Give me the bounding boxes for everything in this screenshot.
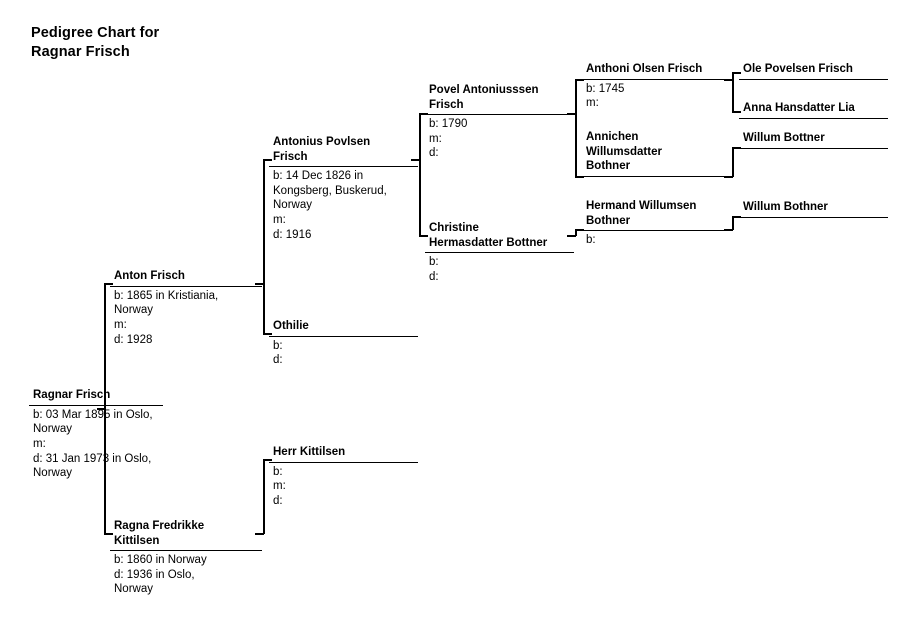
person-details: b: 03 Mar 1895 in Oslo, Norway m: d: 31 … [33,408,153,480]
person-node-willum-bothner[interactable]: Willum Bothner [739,200,888,220]
name-underline [110,285,262,287]
person-name: Anton Frisch [114,270,185,282]
connector-povel-stem [567,113,576,115]
connector-annichen-parents [732,147,734,177]
name-underline [425,252,574,253]
person-name: Othilie [273,320,309,332]
connector-ragnar-to-ragna [104,533,113,535]
person-node-herr-kittilsen[interactable]: Herr Kittilsen b: m: d: [269,445,418,509]
connector-ragna-parents [263,459,265,534]
connector-anton-to-antonius [263,159,272,161]
connector-anthoni-to-ole [732,72,741,74]
person-node-willum-bottner[interactable]: Willum Bottner [739,131,888,151]
person-name: Antonius Povlsen Frisch [273,136,371,163]
person-node-anna-hansdatter-lia[interactable]: Anna Hansdatter Lia [739,101,888,121]
person-node-othilie[interactable]: Othilie b: d: [269,319,418,368]
connector-christine-parents [575,229,577,236]
page-title: Pedigree Chart for Ragnar Frisch [31,25,160,60]
name-underline [582,230,731,231]
name-underline [425,114,574,115]
person-details: b: 1790 m: d: [429,118,468,160]
person-name: Willum Bottner [743,132,825,144]
person-details [739,218,888,220]
connector-christine-to-hermand [575,229,584,231]
connector-ragnar-to-anton [104,283,113,285]
person-details: b: d: [429,256,439,283]
connector-anthoni-parents [732,72,734,112]
name-underline [582,175,731,177]
person-name: Anthoni Olsen Frisch [586,63,703,75]
person-details: b: m: d: [273,465,286,507]
name-underline [582,78,731,80]
person-details: b: 1745 m: [586,82,625,110]
person-node-anthoni-olsen-frisch[interactable]: Anthoni Olsen Frisch b: 1745 m: [582,62,731,111]
person-node-ragna-fredrikke-kittilsen[interactable]: Ragna Fredrikke Kittilsen b: 1860 in Nor… [110,519,262,597]
name-underline [29,404,163,406]
connector-hermand-parents [732,216,734,230]
name-underline [110,550,262,551]
person-details: b: 1865 in Kristiania, Norway m: d: 1928 [114,289,219,346]
connector-anthoni-stem [724,79,733,81]
name-underline [269,335,418,337]
person-name: Ragna Fredrikke Kittilsen [114,520,205,547]
connector-annichen-to-willum-bottner [732,147,741,149]
connector-anton-stem [255,283,264,285]
connector-antonius-parents [419,113,421,236]
connector-hermand-to-willum-bothner [732,216,741,218]
name-underline [739,117,888,119]
person-node-ragnar-frisch[interactable]: Ragnar Frisch b: 03 Mar 1895 in Oslo, No… [29,388,163,481]
person-details: b: 14 Dec 1826 in Kongsberg, Buskerud, N… [273,170,387,241]
name-underline [269,461,418,463]
name-underline [739,78,888,80]
person-details [739,149,888,151]
connector-ragna-stem [255,533,264,535]
person-details: b: 1860 in Norway d: 1936 in Oslo, Norwa… [114,554,207,596]
connector-povel-parents [575,79,577,177]
name-underline [739,147,888,149]
person-node-antonius-povlsen-frisch[interactable]: Antonius Povlsen Frisch b: 14 Dec 1826 i… [269,135,418,243]
connector-ragnar-stem [97,408,105,410]
connector-antonius-to-christine [419,235,428,237]
person-name: Anna Hansdatter Lia [743,102,855,114]
person-node-annichen-willumsdatter-bothner[interactable]: Annichen Willumsdatter Bothner [582,130,731,179]
person-details: b: [586,234,596,246]
person-node-povel-antoniusssen-frisch[interactable]: Povel Antoniusssen Frisch b: 1790 m: d: [425,83,574,161]
connector-antonius-stem [411,159,420,161]
person-node-anton-frisch[interactable]: Anton Frisch b: 1865 in Kristiania, Norw… [110,269,262,347]
connector-anton-to-othilie [263,333,272,335]
name-underline [269,166,418,167]
person-name: Povel Antoniusssen Frisch [429,84,539,111]
person-name: Christine Hermasdatter Bottner [429,222,548,249]
connector-anton-parents [263,159,265,334]
connector-annichen-stem [724,176,733,178]
person-name: Herr Kittilsen [273,446,346,458]
person-name: Willum Bothner [743,201,828,213]
person-name: Hermand Willumsen Bothner [586,200,697,227]
person-node-ole-povelsen-frisch[interactable]: Ole Povelsen Frisch [739,62,888,82]
connector-hermand-stem [724,229,733,231]
person-details [739,80,888,82]
name-underline [739,216,888,218]
connector-ragna-to-kittilsen [263,459,272,461]
person-name: Ragnar Frisch [33,389,111,401]
connector-antonius-to-povel [419,113,428,115]
person-name: Annichen Willumsdatter Bothner [586,131,662,172]
connector-anthoni-to-anna [732,111,741,113]
person-details [582,177,731,179]
person-name: Ole Povelsen Frisch [743,63,853,75]
person-node-hermand-willumsen-bothner[interactable]: Hermand Willumsen Bothner b: [582,199,731,248]
connector-christine-stem [567,235,576,237]
connector-povel-to-anthoni [575,79,584,81]
person-node-christine-hermasdatter-bottner[interactable]: Christine Hermasdatter Bottner b: d: [425,221,574,284]
person-details [739,119,888,121]
connector-povel-to-annichen [575,176,584,178]
person-details: b: d: [273,339,283,367]
